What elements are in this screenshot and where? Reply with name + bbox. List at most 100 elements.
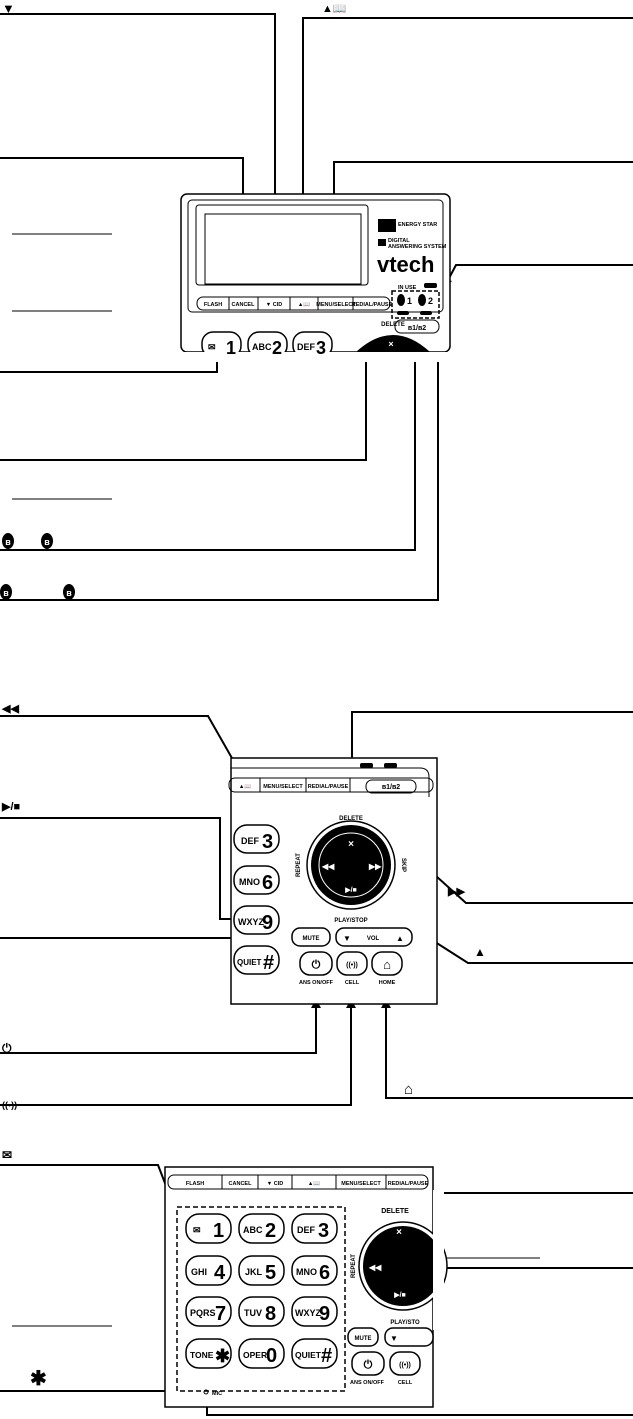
play-stop-button-icon[interactable]: ▶/■: [344, 887, 357, 894]
key-hash-digit[interactable]: #: [321, 1345, 332, 1367]
menu-select-button[interactable]: MENU/SELECT: [263, 784, 303, 790]
key-hash-letters: QUIET: [295, 1350, 322, 1360]
mic-label: MIC: [212, 1391, 222, 1397]
redial-pause-button[interactable]: REDIAL/PAUSE: [308, 784, 349, 790]
key-0-digit[interactable]: 0: [266, 1345, 277, 1367]
mute-label: MUTE: [355, 1336, 372, 1342]
menu-select-button[interactable]: MENU/SELECT: [341, 1181, 381, 1187]
bluetooth-icon: [397, 294, 405, 306]
cancel-button[interactable]: CANCEL: [232, 302, 256, 308]
key-1-digit[interactable]: 1: [213, 1220, 224, 1242]
repeat-label: REPEAT: [351, 1254, 357, 1278]
star-callout-icon: ✱: [30, 1368, 47, 1390]
volume-rocker[interactable]: [335, 927, 413, 947]
rewind-button-icon[interactable]: ◀◀: [368, 1263, 382, 1272]
base-unit-middle: ▲📖 MENU/SELECT REDIAL/PAUSE ʙ1/ʙ2 DEF 3 …: [228, 757, 438, 1005]
key-0-letters: OPER: [243, 1350, 267, 1360]
key-2-digit[interactable]: 2: [272, 338, 282, 358]
bt1-led: [397, 311, 409, 315]
key-4-letters: GHI: [191, 1267, 207, 1277]
play-stop-label: PLAY/STOP: [334, 918, 367, 924]
bluetooth-icon: [63, 584, 75, 600]
home-callout-icon: ⌂: [404, 1081, 413, 1098]
key-8-digit[interactable]: 8: [265, 1303, 276, 1325]
led-indicator: [360, 763, 373, 768]
ans-button[interactable]: [299, 951, 333, 976]
in-use-led: [424, 283, 437, 288]
flash-button[interactable]: FLASH: [186, 1181, 204, 1187]
key-hash-digit[interactable]: #: [263, 952, 274, 974]
key-8-letters: TUV: [244, 1308, 262, 1318]
cid-button[interactable]: ▼ CID: [266, 302, 282, 308]
cell-button[interactable]: [389, 1351, 421, 1376]
envelope-icon: ✉: [208, 342, 216, 352]
bluetooth-select-button[interactable]: ʙ1/ʙ2: [408, 325, 426, 332]
delete-x-icon[interactable]: ×: [348, 839, 354, 850]
play-stop-button-icon[interactable]: ▶/■: [393, 1292, 406, 1299]
bluetooth-glyph: ʙ: [5, 537, 11, 547]
bluetooth-glyph: ʙ: [66, 588, 72, 598]
cancel-button[interactable]: CANCEL: [229, 1181, 253, 1187]
ans-button[interactable]: [351, 1351, 385, 1376]
key-3-letters: DEF: [297, 342, 316, 352]
bluetooth-select-button[interactable]: ʙ1/ʙ2: [382, 784, 400, 791]
redial-pause-button[interactable]: REDIAL/PAUSE: [352, 302, 393, 308]
key-4-digit[interactable]: 4: [214, 1262, 226, 1284]
key-2-letters: ABC: [252, 342, 272, 352]
cell-button[interactable]: [336, 951, 368, 976]
message-callout-icon: ✉: [2, 1148, 12, 1162]
key-9-digit[interactable]: 9: [319, 1303, 330, 1325]
key-9-letters: WXYZ: [295, 1308, 322, 1318]
energy-star-label: ENERGY STAR: [398, 222, 437, 228]
vol-down-icon[interactable]: ▼: [343, 934, 351, 943]
key-7-letters: PQRS: [190, 1308, 216, 1318]
home-button[interactable]: [371, 951, 403, 976]
mute-button[interactable]: [291, 927, 331, 947]
vol-up-callout-icon: ▲: [474, 945, 486, 959]
vol-up-icon[interactable]: ▲: [396, 934, 404, 943]
key-6-digit[interactable]: 6: [262, 872, 273, 894]
key-6-letters: MNO: [296, 1267, 317, 1277]
volume-rocker[interactable]: [384, 1327, 434, 1347]
bluetooth-icon: [2, 533, 14, 549]
delete-x-icon[interactable]: ×: [396, 1227, 402, 1238]
key-7-digit[interactable]: 7: [215, 1303, 226, 1325]
key-5-digit[interactable]: 5: [265, 1262, 276, 1284]
flash-button[interactable]: FLASH: [204, 302, 222, 308]
top-section: ▼ ▲📖: [0, 1, 633, 601]
directory-button[interactable]: ▲📖: [308, 1180, 320, 1187]
top-keypad-partial: [201, 331, 333, 358]
key-3-digit[interactable]: 3: [318, 1220, 329, 1242]
brand-logo: vtech: [377, 252, 434, 277]
key-6-digit[interactable]: 6: [319, 1262, 330, 1284]
rewind-button-icon[interactable]: ◀◀: [321, 862, 335, 871]
key-3-digit[interactable]: 3: [316, 338, 326, 358]
mute-button[interactable]: [347, 1327, 379, 1347]
cid-button[interactable]: ▼ CID: [267, 1181, 283, 1187]
delete-label: DELETE: [339, 816, 363, 822]
menu-select-button[interactable]: MENU/SELECT: [316, 302, 356, 308]
directory-button[interactable]: ▲📖: [298, 301, 310, 308]
vol-down-icon[interactable]: ▼: [390, 1334, 398, 1343]
home-icon: ⌂: [383, 957, 391, 972]
key-2-digit[interactable]: 2: [265, 1220, 276, 1242]
skip-button-icon[interactable]: ▶▶: [368, 862, 382, 871]
key-star-digit[interactable]: ✱: [215, 1346, 230, 1366]
nav-ring[interactable]: [363, 1226, 443, 1306]
keypad-grid: ✉ 1 ABC 2 DEF 3 GHI 4 JKL 5 MNO 6: [185, 1213, 338, 1369]
home-label: HOME: [379, 980, 396, 986]
power-icon: ⏻: [312, 958, 321, 971]
key-9-digit[interactable]: 9: [262, 912, 273, 934]
led-indicator: [384, 763, 397, 768]
power-icon: ⏻: [364, 1358, 373, 1371]
rewind-callout-icon: ◀◀: [1, 703, 19, 715]
key-3-digit[interactable]: 3: [262, 831, 273, 853]
bluetooth-callout-icons: ʙ ʙ ʙ ʙ: [0, 533, 75, 600]
key-1-digit[interactable]: 1: [226, 338, 236, 358]
base-cutoff: [181, 352, 450, 362]
directory-button[interactable]: ▲📖: [239, 783, 251, 790]
up-directory-callout-icon: ▲📖: [322, 3, 347, 15]
nav-ring[interactable]: [311, 825, 391, 905]
redial-pause-button[interactable]: REDIAL/PAUSE: [388, 1181, 429, 1187]
delete-label: DELETE: [381, 1208, 409, 1215]
